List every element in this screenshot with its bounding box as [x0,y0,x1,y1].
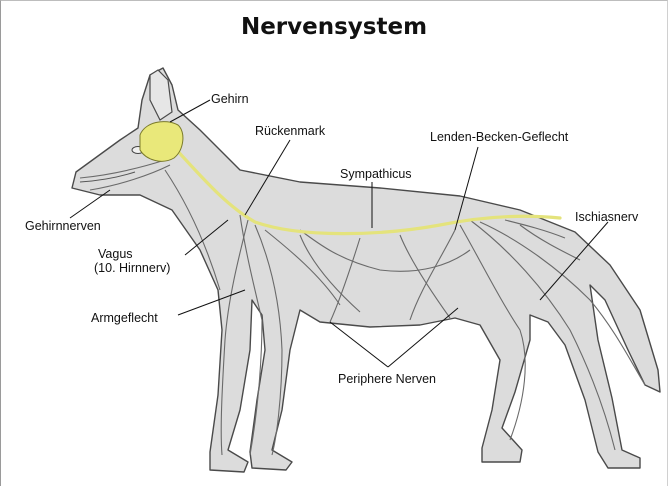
label-rueckenmark: Rückenmark [255,124,326,138]
label-gehirnnerven: Gehirnnerven [25,219,101,233]
label-vagus: Vagus [98,247,133,261]
label-sympathicus: Sympathicus [340,167,412,181]
label-lenden-becken-geflecht: Lenden-Becken-Geflecht [430,130,569,144]
label-armgeflecht: Armgeflecht [91,311,158,325]
label-periphere-nerven: Periphere Nerven [338,372,436,386]
label-ischiasnerv: Ischiasnerv [575,210,639,224]
label-vagus-hirnnerv: (10. Hirnnerv) [94,261,170,275]
brain-shape [140,122,183,162]
label-gehirn: Gehirn [211,92,249,106]
